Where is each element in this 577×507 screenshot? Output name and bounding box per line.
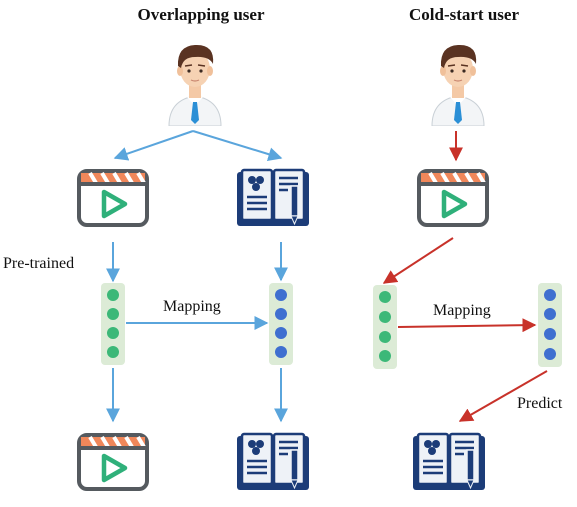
cold-blue-embedding-vector [538,283,562,367]
cold-start-user-icon [431,44,485,126]
green-embedding-vector [101,283,125,365]
title-cold-start-user: Cold-start user [409,5,519,24]
arrow-predict [458,370,548,422]
title-overlapping-user: Overlapping user [137,5,264,24]
book-icon [236,432,310,492]
label-predict: Predict [517,395,563,412]
arrow-mapping-right [397,318,537,333]
arrow-user-to-video [113,130,194,161]
overlapping-user-icon [168,44,222,126]
label-mapping-right: Mapping [433,302,491,319]
arrow-cold-video-to-vector [382,237,454,284]
video-icon [79,171,147,225]
label-pre-trained: Pre-trained [3,255,74,272]
book-icon [236,168,310,228]
label-mapping-left: Mapping [163,298,221,315]
book-icon [412,432,486,492]
video-icon [419,171,487,225]
blue-embedding-vector [269,283,293,365]
video-icon [79,435,147,489]
arrow-user-to-book [192,130,283,161]
cold-green-embedding-vector [373,285,397,369]
